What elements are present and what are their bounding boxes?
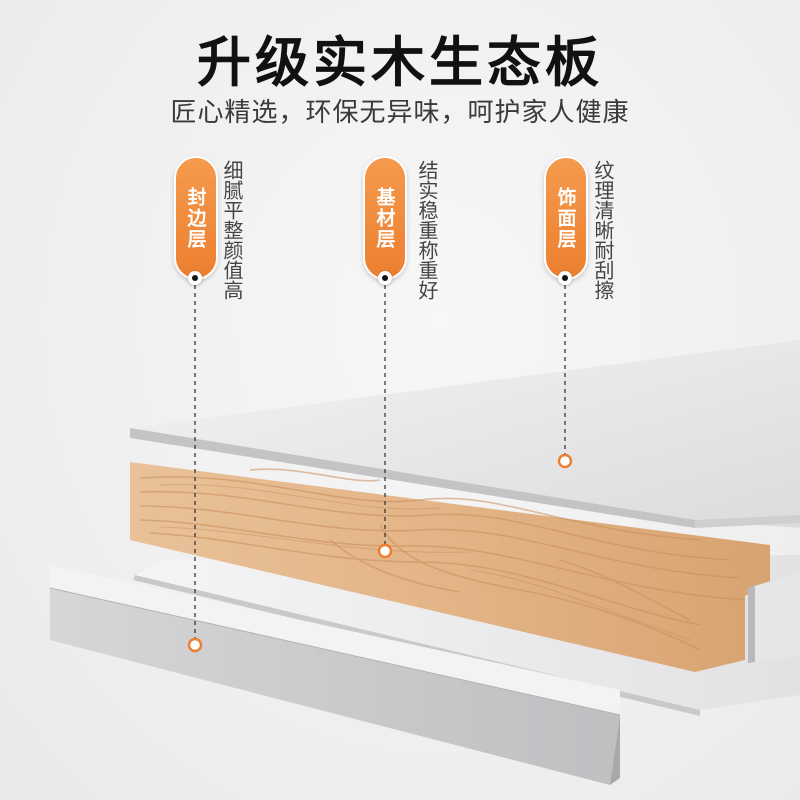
leader-lines — [194, 285, 566, 638]
base-layer-label: 基材层 — [373, 186, 396, 250]
edge-layer-description: 细腻平整颜值高 — [220, 160, 244, 300]
wood-core — [130, 462, 770, 672]
base-layer-description: 结实稳重称重好 — [415, 160, 439, 300]
right-edge-band — [748, 572, 800, 663]
edge-layer-dot — [188, 271, 202, 285]
marker-veneer — [557, 453, 573, 469]
veneer-layer-pill: 饰面层 — [544, 156, 588, 280]
top-veneer — [130, 340, 800, 528]
veneer-layer-label: 饰面层 — [554, 186, 577, 250]
page-subtitle: 匠心精选，环保无异味，呵护家人健康 — [170, 98, 630, 128]
base-layer-dot — [378, 271, 392, 285]
edge-band-strip — [49, 565, 621, 785]
marker-edge — [187, 637, 203, 653]
base-layer-pill: 基材层 — [363, 156, 407, 280]
target-markers — [187, 453, 573, 653]
marker-base — [377, 543, 393, 559]
veneer-layer-description: 纹理清晰耐刮擦 — [591, 160, 615, 300]
veneer-layer-dot — [558, 271, 572, 285]
edge-layer-pill: 封边层 — [174, 156, 218, 280]
page-title: 升级实木生态板 — [197, 31, 603, 94]
edge-layer-label: 封边层 — [184, 186, 207, 250]
